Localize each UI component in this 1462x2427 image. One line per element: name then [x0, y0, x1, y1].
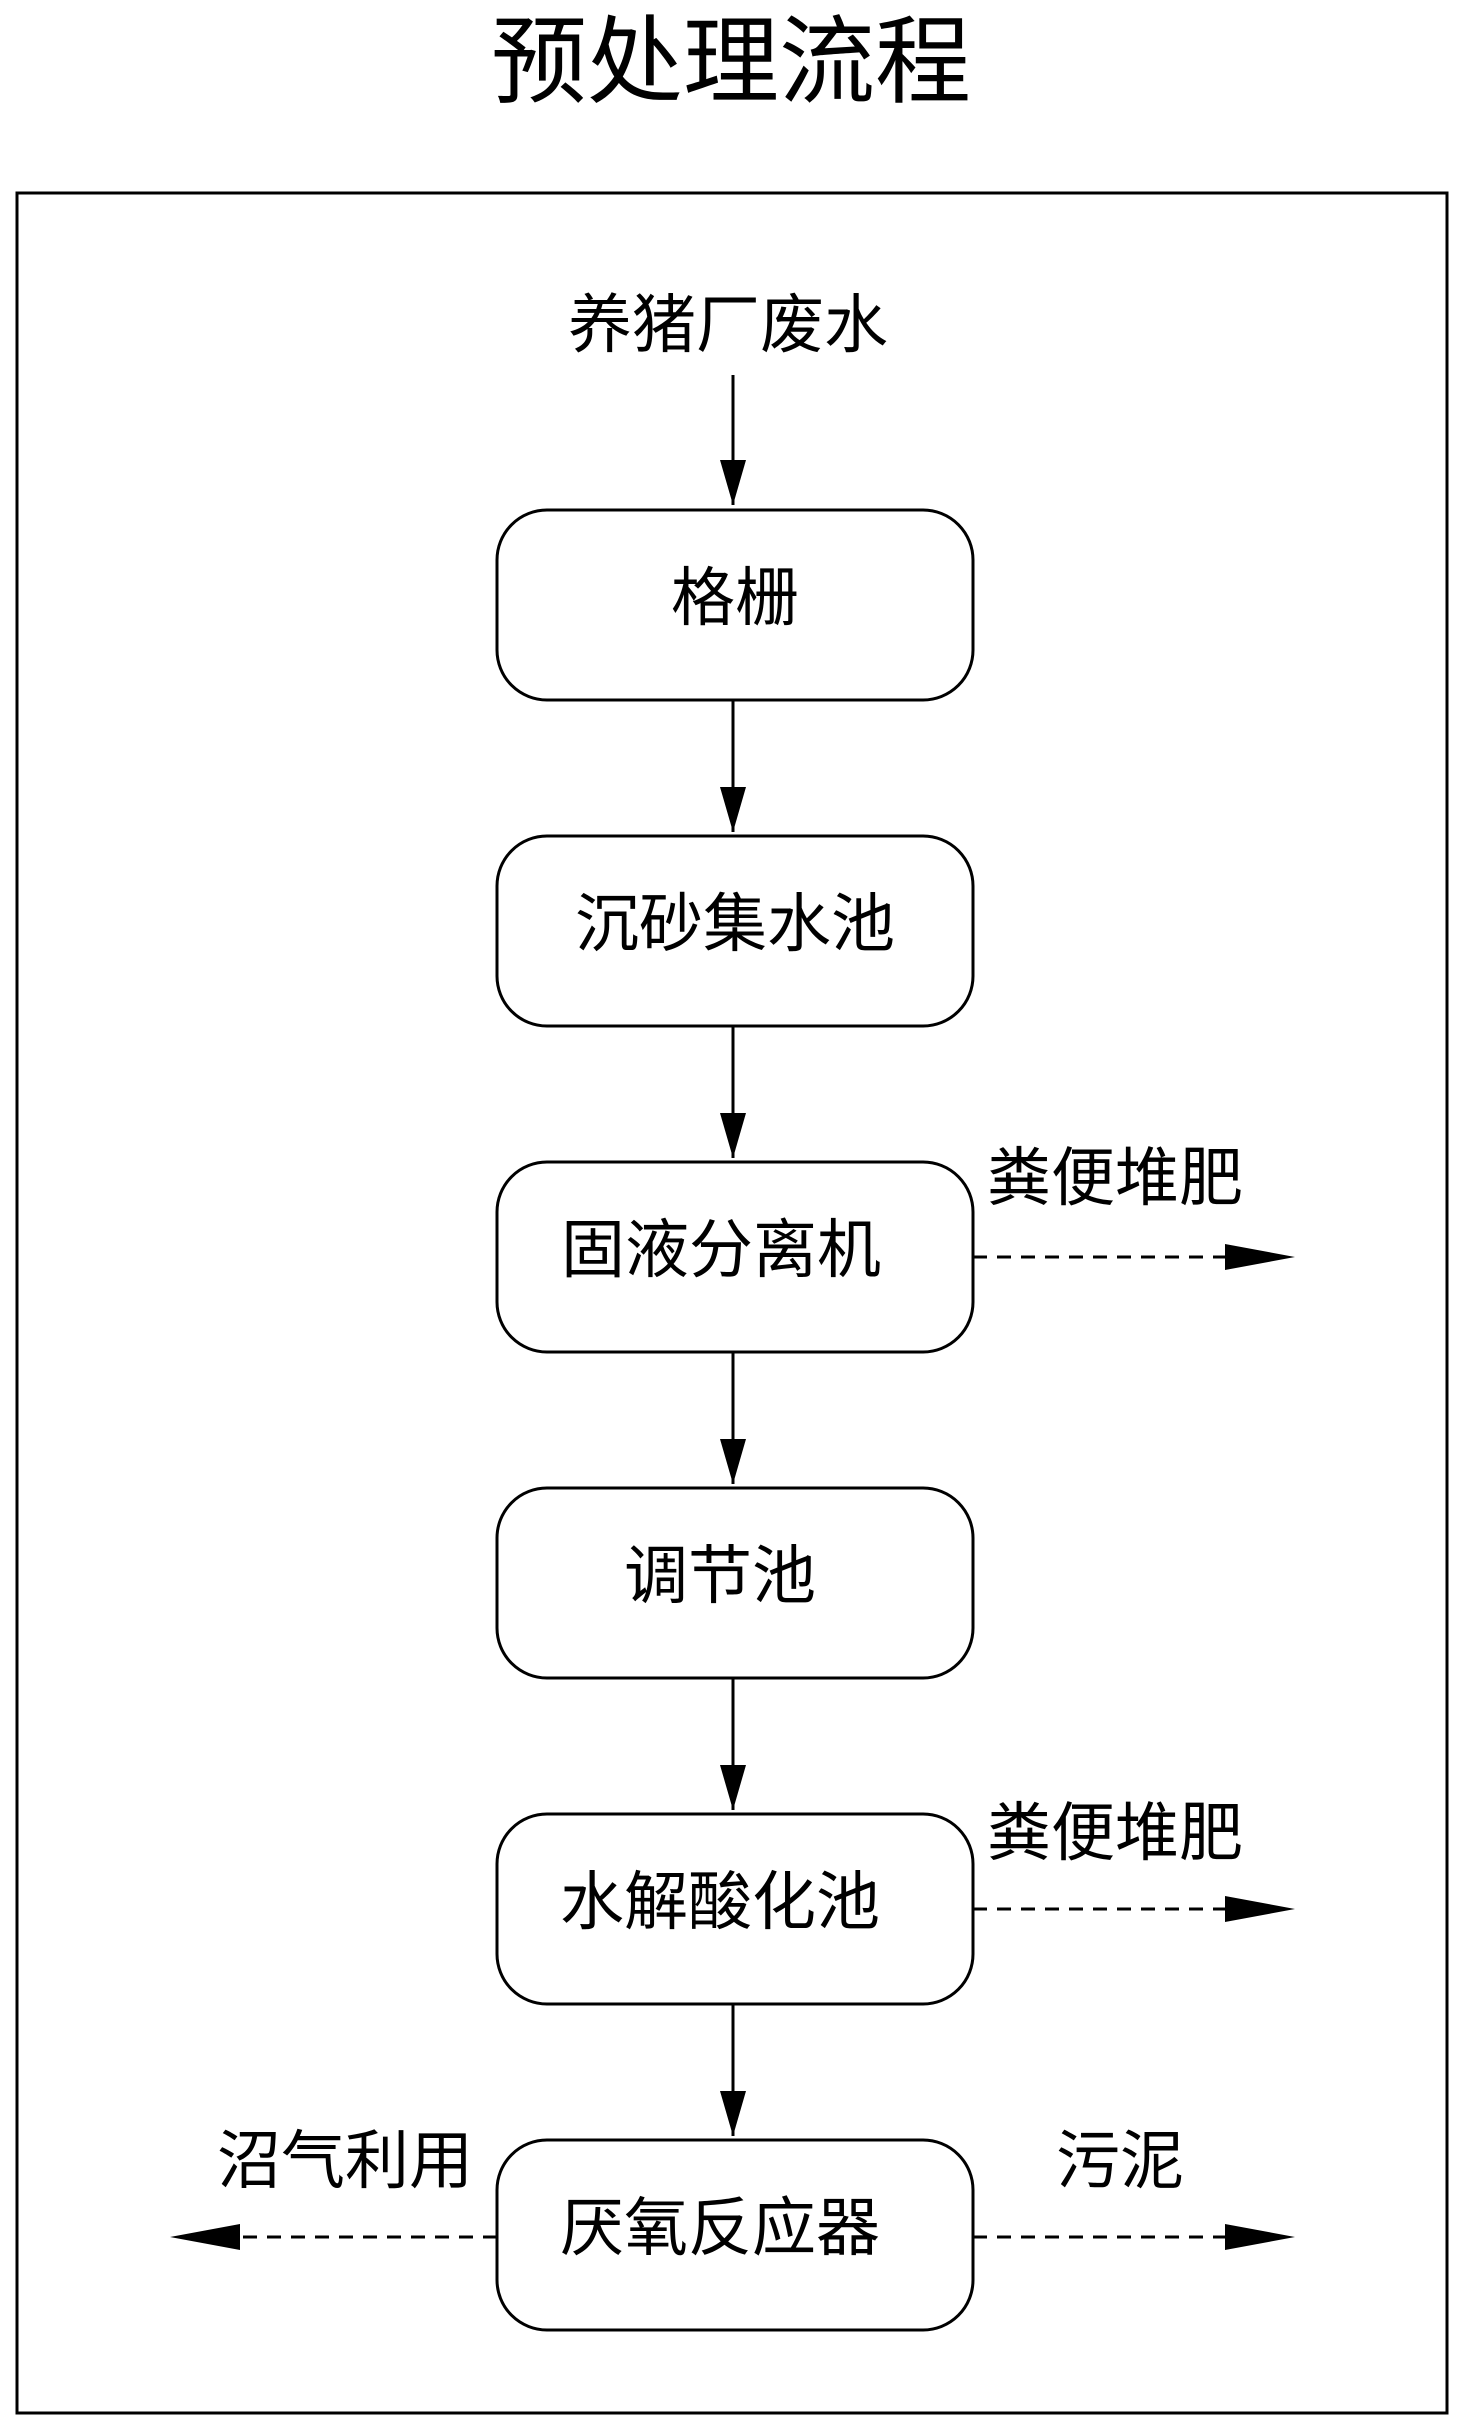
- step-box-6: 厌氧反应器: [495, 2138, 975, 2332]
- input-arrowhead: [720, 460, 746, 505]
- step-label-1: 格栅: [671, 562, 799, 636]
- outer-frame: [15, 191, 1449, 2415]
- step-box-1: 格栅: [495, 508, 975, 702]
- step-box-2: 沉砂集水池: [495, 834, 975, 1028]
- right-output-label-5: 粪便堆肥: [987, 1797, 1243, 1871]
- step-label-6: 厌氧反应器: [560, 2192, 880, 2266]
- step-label-4: 调节池: [624, 1540, 816, 1614]
- right-output-arrowhead-6: [1225, 2224, 1295, 2250]
- step-label-3: 固液分离机: [561, 1214, 881, 1288]
- diagram-title: 预处理流程: [491, 6, 971, 118]
- left-output-arrowhead-6: [170, 2224, 240, 2250]
- arrowhead-5-6: [720, 2091, 746, 2136]
- right-output-label-3: 粪便堆肥: [987, 1142, 1243, 1216]
- step-box-3: 固液分离机: [495, 1160, 975, 1354]
- step-label-5: 水解酸化池: [560, 1866, 880, 1940]
- step-box-4: 调节池: [495, 1486, 975, 1680]
- step-box-5: 水解酸化池: [495, 1812, 975, 2006]
- arrowhead-1-2: [720, 787, 746, 832]
- arrowhead-2-3: [720, 1113, 746, 1158]
- arrowhead-4-5: [720, 1765, 746, 1810]
- right-output-label-6: 污泥: [1056, 2125, 1184, 2199]
- arrowhead-3-4: [720, 1439, 746, 1484]
- input-label: 养猪厂废水: [568, 289, 888, 363]
- right-output-arrowhead-3: [1225, 1244, 1295, 1270]
- left-output-label-6: 沼气利用: [217, 2125, 473, 2199]
- right-output-arrowhead-5: [1225, 1896, 1295, 1922]
- step-label-2: 沉砂集水池: [575, 888, 895, 962]
